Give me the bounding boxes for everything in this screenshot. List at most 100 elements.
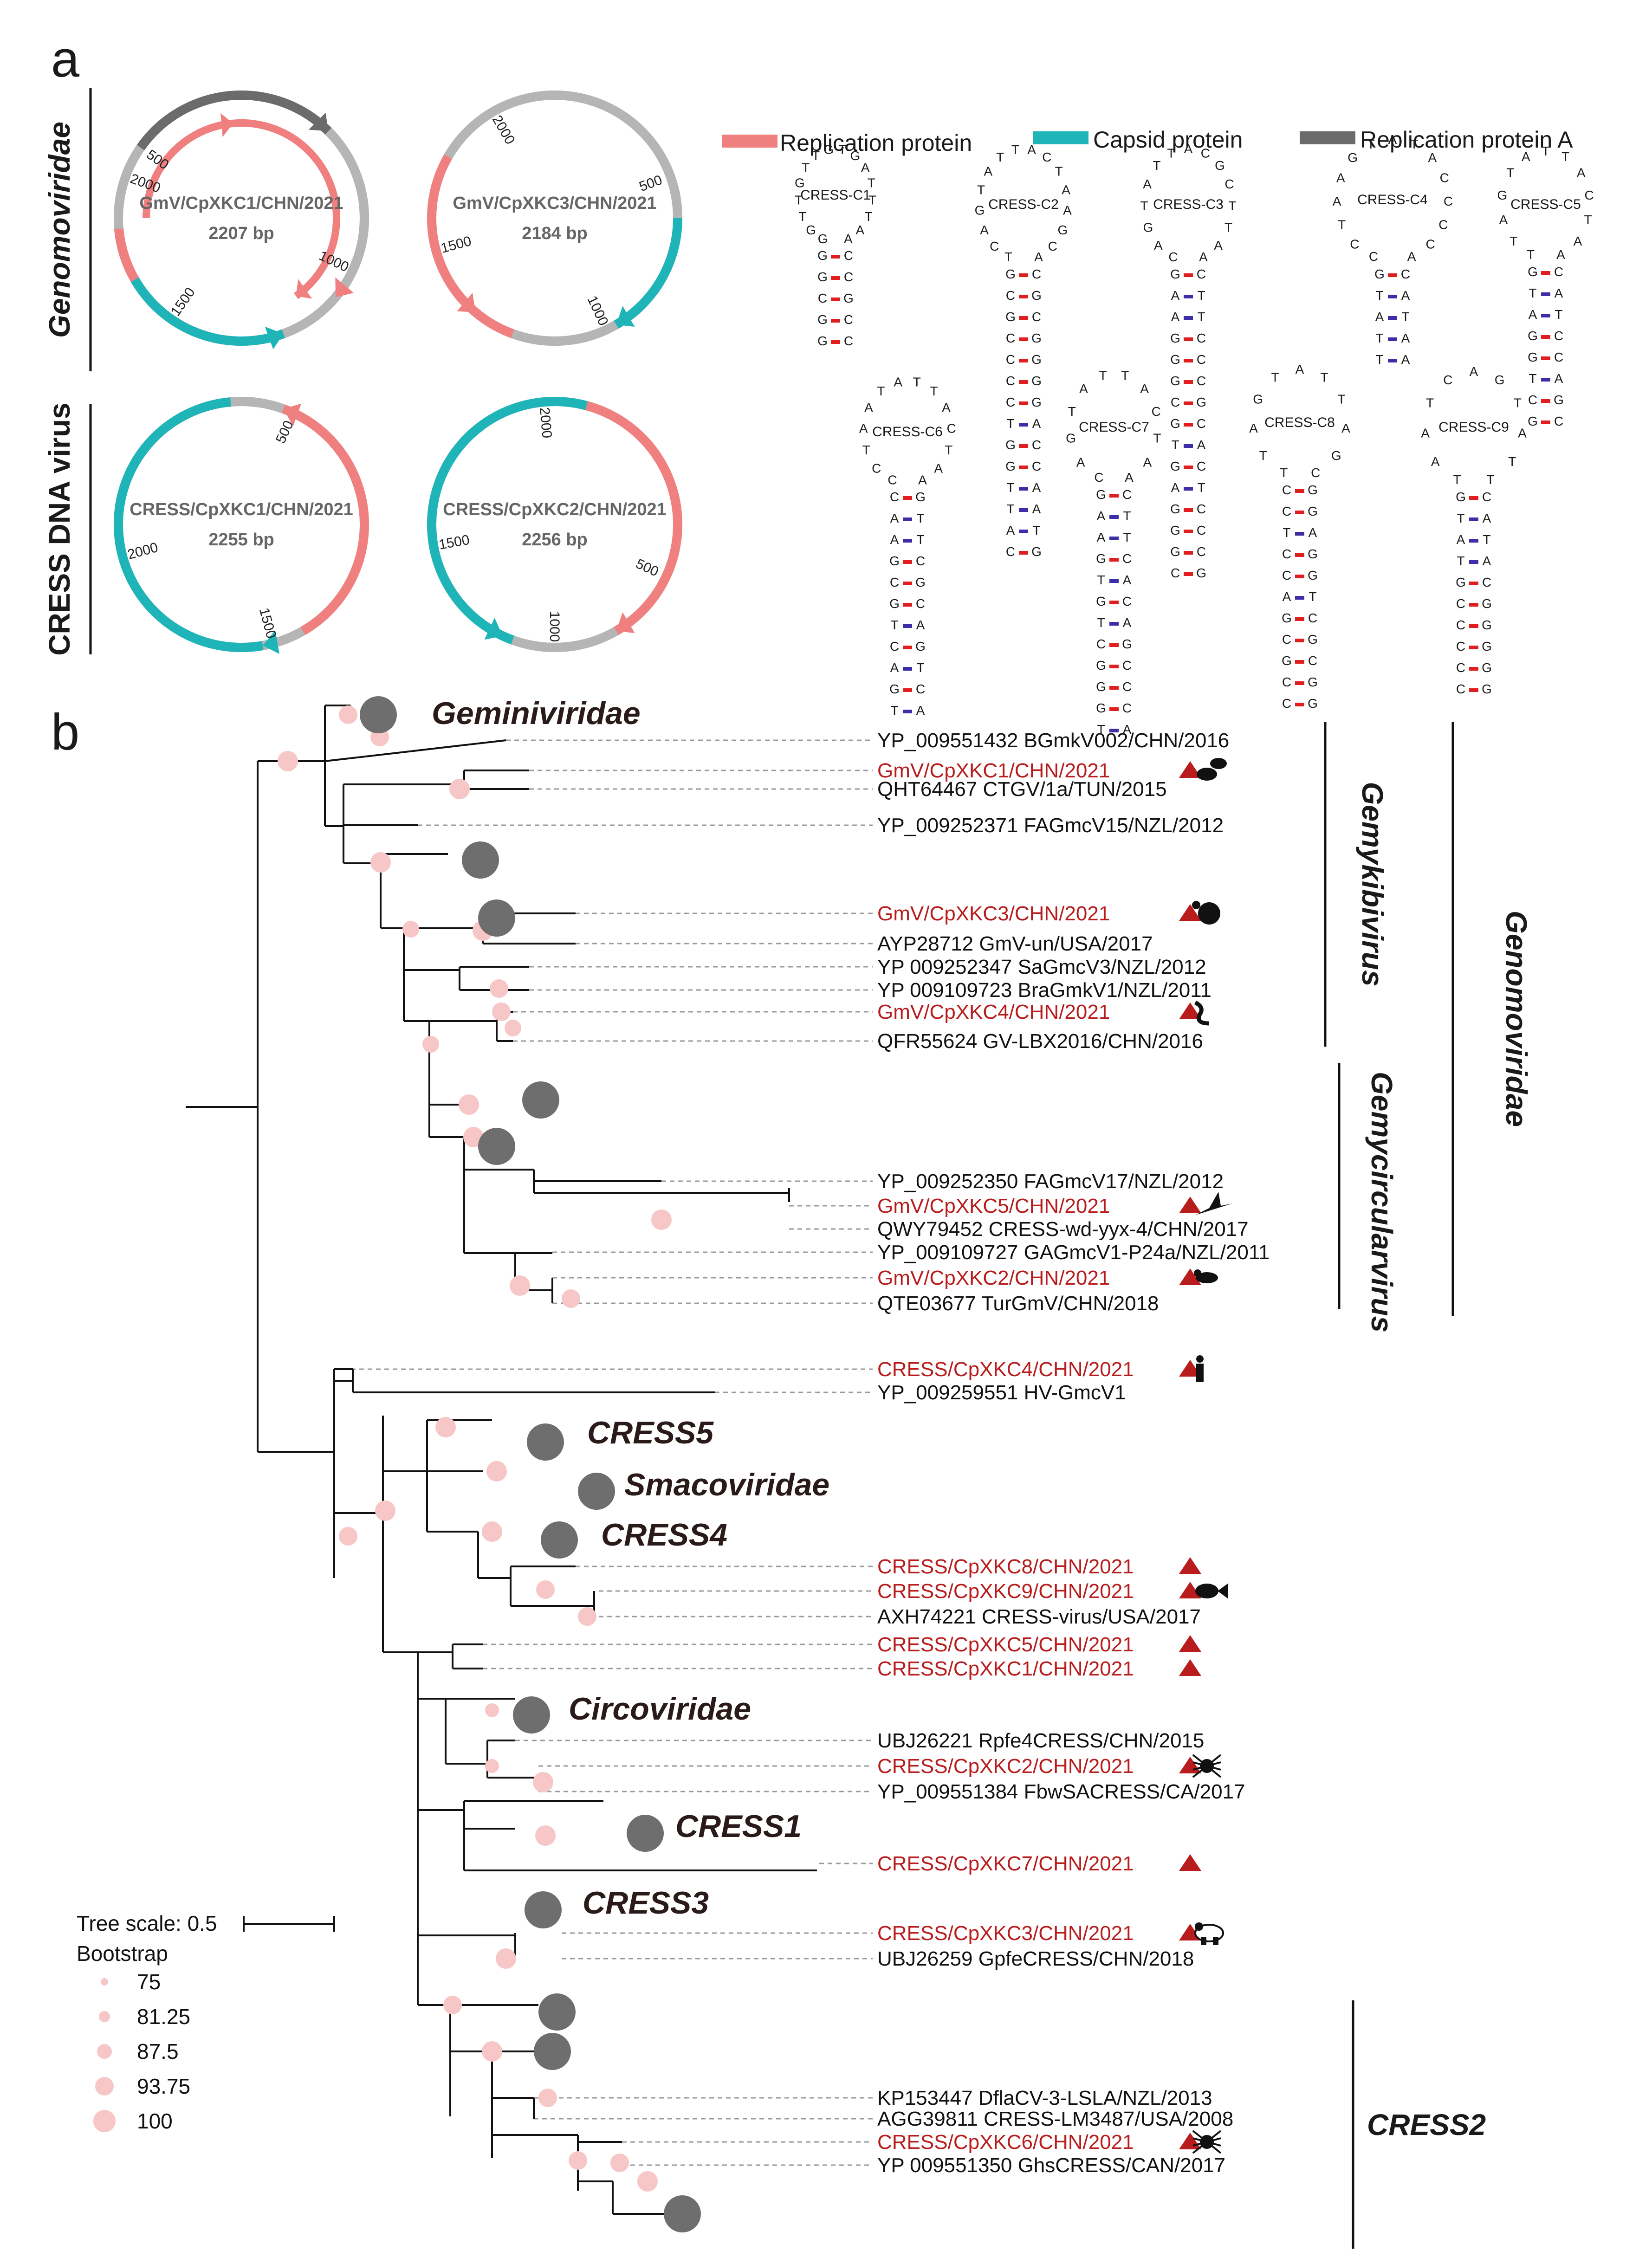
base-pair-bond bbox=[1469, 496, 1478, 500]
loop-base: C bbox=[1438, 217, 1448, 232]
stem-base-left: G bbox=[1005, 310, 1016, 324]
loop-base: T bbox=[1099, 369, 1107, 383]
stem-base-left: C bbox=[1456, 660, 1465, 675]
genome-name: GmV/CpXKC1/CHN/2021 bbox=[139, 194, 343, 213]
legend-swatch-repa bbox=[1300, 131, 1355, 144]
base-pair-bond bbox=[1295, 681, 1304, 685]
genome-tick-label: 1500 bbox=[256, 606, 279, 640]
clade-label: Geminiviridae bbox=[432, 696, 641, 731]
hairpin-name: CRESS-C6 bbox=[872, 424, 943, 440]
genome-tick-label: 1500 bbox=[168, 285, 198, 319]
legend-label-capsid: Capsid protein bbox=[1093, 127, 1243, 153]
bootstrap-node bbox=[485, 1759, 499, 1773]
stem-base-left: G bbox=[889, 596, 900, 611]
hairpin-name: CRESS-C4 bbox=[1357, 192, 1428, 207]
taxon-label: CRESS/CpXKC9/CHN/2021 bbox=[877, 1580, 1134, 1603]
loop-base: C bbox=[1369, 249, 1378, 264]
base-pair-bond bbox=[1184, 316, 1193, 320]
loop-base: A bbox=[1577, 165, 1586, 180]
stem-base-right: C bbox=[1032, 438, 1041, 452]
stem-base-right: C bbox=[1122, 487, 1132, 502]
bootstrap-node bbox=[637, 2171, 658, 2192]
taxon-label: CRESS/CpXKC1/CHN/2021 bbox=[877, 1657, 1134, 1680]
stem-base-right: A bbox=[1555, 286, 1563, 300]
stem-base-right: C bbox=[844, 270, 853, 284]
base-pair-bond bbox=[903, 603, 912, 607]
loop-base: C bbox=[1152, 404, 1161, 419]
loop-base: C bbox=[1168, 250, 1178, 264]
genome-size: 2207 bp bbox=[208, 224, 274, 243]
orf-arrow-red bbox=[335, 277, 354, 298]
bird-icon bbox=[1195, 1192, 1232, 1215]
loop-base: A bbox=[1184, 142, 1193, 156]
loop-base: T bbox=[1320, 370, 1328, 384]
taxon-label: YP_009109727 GAGmcV1-P24a/NZL/2011 bbox=[877, 1241, 1270, 1264]
orf-arrow-red bbox=[457, 292, 476, 313]
stem-base-left: G bbox=[1170, 374, 1180, 388]
loop-base: T bbox=[1527, 247, 1535, 262]
legend-label-replication: Replication protein bbox=[780, 130, 972, 156]
cress2-label: CRESS2 bbox=[1367, 2108, 1486, 2141]
novel-virus-marker-icon bbox=[1179, 1003, 1201, 1019]
loop-base: G bbox=[1066, 431, 1076, 446]
base-pair-bond bbox=[1019, 337, 1028, 341]
base-pair-bond bbox=[1184, 466, 1193, 469]
genome-tick-label: 500 bbox=[634, 556, 661, 580]
taxon-label: GmV/CpXKC1/CHN/2021 bbox=[877, 759, 1110, 782]
bootstrap-node bbox=[536, 1580, 555, 1599]
stem-base-left: G bbox=[1170, 544, 1180, 559]
stem-base-left: G bbox=[1282, 611, 1292, 625]
loop-base: T bbox=[913, 375, 921, 389]
stem-base-right: A bbox=[1123, 573, 1132, 587]
taxon-label: CRESS/CpXKC7/CHN/2021 bbox=[877, 1852, 1134, 1875]
stem-base-left: G bbox=[817, 312, 828, 327]
loop-base: G bbox=[823, 142, 834, 157]
loop-base: G bbox=[1495, 373, 1505, 387]
stem-base-left: G bbox=[1170, 502, 1180, 516]
stem-base-right: A bbox=[1032, 502, 1041, 516]
stem-base-left: G bbox=[1096, 551, 1106, 566]
hairpin-name: CRESS-C8 bbox=[1264, 415, 1335, 430]
hairpin-name: CRESS-C5 bbox=[1510, 197, 1581, 212]
small-bird-icon bbox=[1194, 1269, 1218, 1283]
base-pair-bond bbox=[1019, 530, 1028, 533]
orf-arrow-teal bbox=[484, 618, 503, 640]
stem-base-right: A bbox=[1483, 511, 1491, 525]
bootstrap-node bbox=[482, 2041, 502, 2062]
genome-name: CRESS/CpXKC1/CHN/2021 bbox=[130, 500, 353, 519]
stem-base-left: T bbox=[1006, 502, 1014, 516]
stem-base-right: T bbox=[1197, 310, 1205, 324]
loop-base: G bbox=[795, 176, 805, 190]
stem-base-left: G bbox=[1170, 352, 1180, 367]
loop-base: T bbox=[812, 149, 820, 163]
base-pair-bond bbox=[1295, 511, 1304, 514]
novel-virus-marker-icon bbox=[1179, 1582, 1201, 1598]
stem-base-right: G bbox=[1482, 618, 1492, 632]
loop-base: T bbox=[1068, 404, 1076, 419]
stem-base-right: C bbox=[1032, 310, 1041, 324]
loop-base: G bbox=[1253, 392, 1263, 407]
loop-base: G bbox=[1497, 188, 1508, 202]
base-pair-bond bbox=[903, 710, 912, 713]
stem-base-left: A bbox=[1097, 509, 1106, 523]
spider-icon bbox=[1192, 1754, 1222, 1778]
loop-base: G bbox=[1348, 150, 1358, 165]
genome-segment-gray bbox=[325, 128, 369, 300]
stem-base-left: G bbox=[1528, 265, 1538, 279]
loop-base: T bbox=[1542, 144, 1549, 158]
stem-base-left: A bbox=[890, 660, 899, 675]
stem-base-left: G bbox=[1170, 523, 1180, 537]
loop-base: A bbox=[1341, 421, 1350, 435]
loop-base: T bbox=[1453, 472, 1461, 487]
loop-base: C bbox=[1311, 466, 1320, 480]
stem-base-right: G bbox=[915, 490, 926, 504]
stem-base-right: G bbox=[1031, 544, 1042, 559]
collapsed-clade-marker bbox=[541, 1521, 578, 1559]
